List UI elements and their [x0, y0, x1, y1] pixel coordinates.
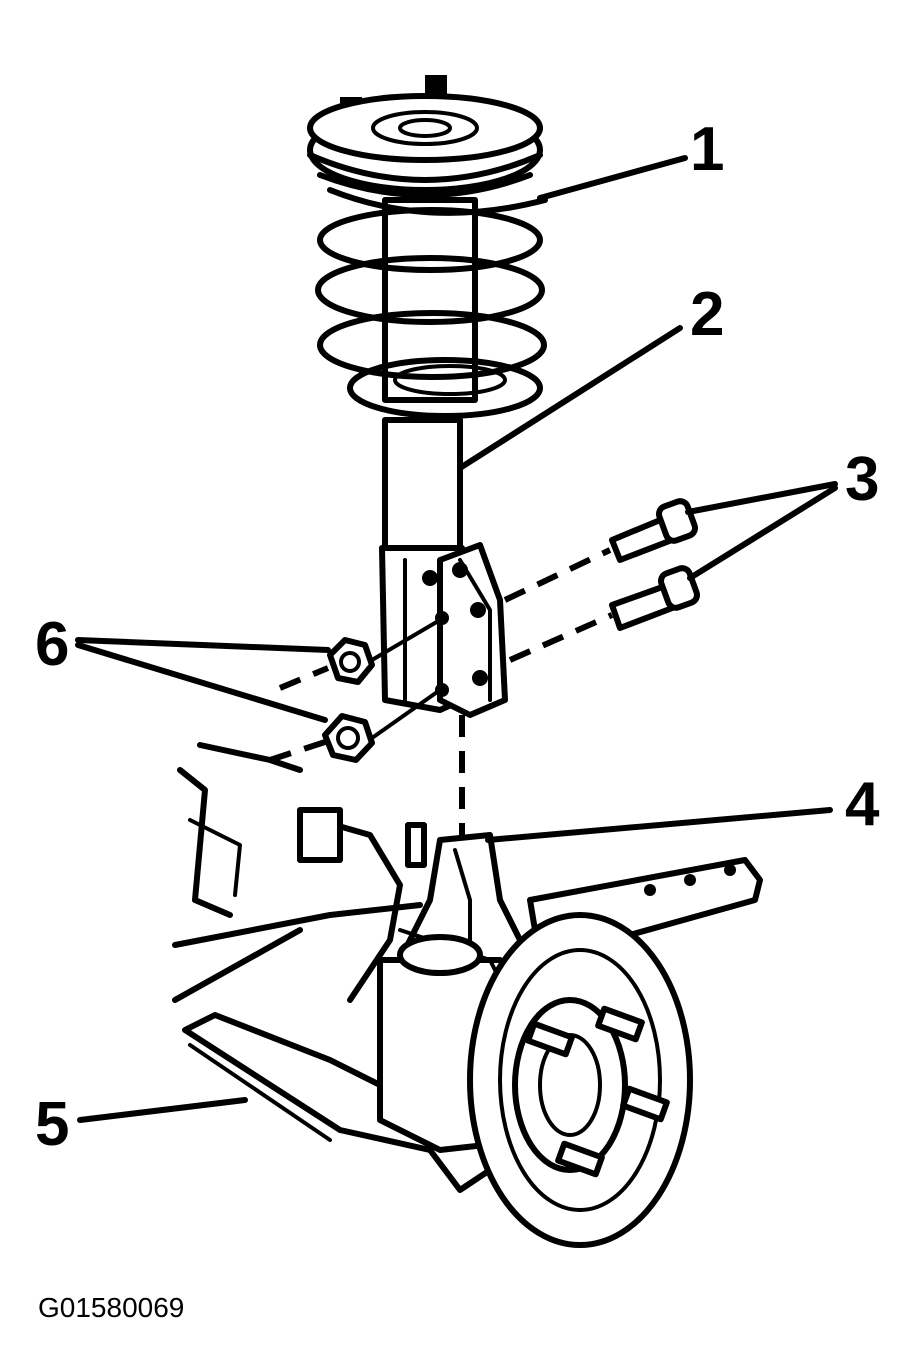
figure-id: G01580069: [38, 1292, 185, 1323]
alignment-lines: [269, 547, 614, 840]
leader-3b: [687, 485, 838, 581]
nut-lower: [322, 713, 375, 763]
callout-1: 1: [690, 115, 724, 184]
leader-6b: [75, 642, 328, 723]
strut-body: [379, 417, 508, 718]
leader-6a: [75, 637, 331, 653]
bolt-upper: [609, 498, 698, 563]
callout-6: 6: [35, 610, 69, 679]
coil-spring: [315, 187, 548, 419]
callout-4: 4: [845, 770, 880, 839]
leader-lines: [75, 155, 838, 1123]
callout-3: 3: [845, 445, 879, 514]
strut-top-mount: [307, 75, 543, 198]
callout-5: 5: [35, 1090, 69, 1159]
nut-upper: [327, 637, 375, 685]
lower-suspension: [172, 742, 763, 1248]
leader-3a: [685, 481, 838, 515]
leader-4: [485, 807, 833, 843]
bolt-lower: [609, 565, 700, 631]
leader-1: [537, 155, 688, 201]
leader-2: [457, 325, 683, 471]
leader-5: [77, 1097, 248, 1123]
callout-2: 2: [690, 280, 724, 349]
